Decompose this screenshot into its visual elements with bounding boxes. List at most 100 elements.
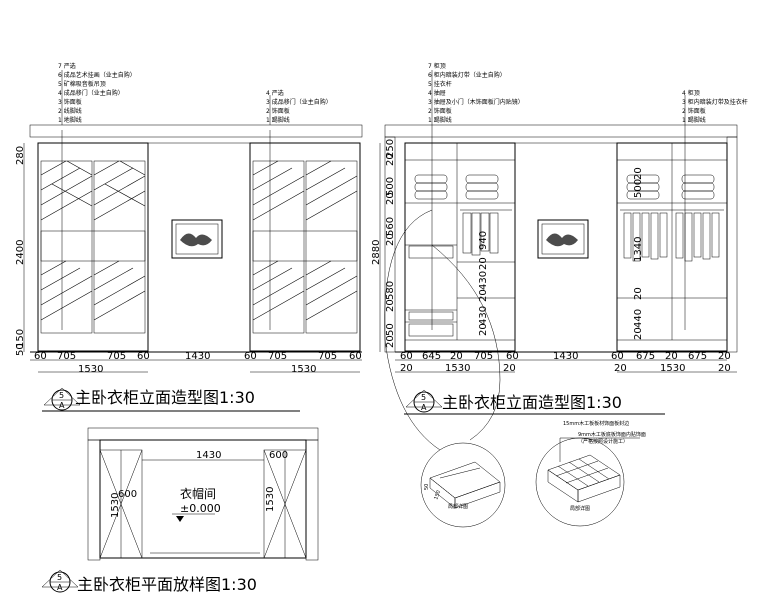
painting-bird-icon bbox=[180, 233, 212, 247]
right-inner-dims: 940 20 430 20 430 20 20 500 1340 20 440 … bbox=[478, 167, 644, 340]
svg-text:500: 500 bbox=[385, 177, 396, 196]
note: 2 饰面板 bbox=[266, 107, 290, 115]
svg-text:440: 440 bbox=[633, 309, 644, 328]
svg-text:705: 705 bbox=[474, 351, 493, 362]
note: 1 地脚线 bbox=[58, 116, 82, 124]
svg-text:7 柜顶: 7 柜顶 bbox=[428, 62, 446, 70]
svg-text:4 抽屉: 4 抽屉 bbox=[428, 89, 446, 97]
plan-title: 5 A 主卧衣柜平面放样图1:30 bbox=[41, 569, 257, 594]
right-vertical-dims: 250 20 500 20 560 20 580 20 50 20 2880 bbox=[371, 139, 396, 348]
right-notes-b: 4 柜顶 3 柜内暗装灯带及挂衣杆 2 饰面板 1 踢脚线 bbox=[682, 89, 748, 124]
svg-text:280: 280 bbox=[15, 146, 26, 165]
sliding-door-right bbox=[93, 160, 146, 334]
svg-text:5: 5 bbox=[57, 573, 62, 582]
svg-text:705: 705 bbox=[268, 351, 287, 362]
svg-text:5 挂衣杆: 5 挂衣杆 bbox=[428, 80, 452, 88]
hanging-clothes-icon bbox=[462, 212, 499, 256]
svg-text:1430: 1430 bbox=[553, 351, 578, 362]
right-elevation-title: 5 A 主卧衣柜立面造型图1:30 bbox=[404, 389, 665, 415]
note: 1 踢脚线 bbox=[266, 116, 290, 124]
svg-text:60: 60 bbox=[349, 351, 362, 362]
svg-text:20: 20 bbox=[385, 233, 396, 246]
svg-text:675: 675 bbox=[636, 351, 655, 362]
svg-text:20: 20 bbox=[385, 335, 396, 348]
left-notes-b: 4 严选 3 成品移门（业主自购） 2 饰面板 1 踢脚线 bbox=[266, 89, 332, 124]
note: 5 矿棉吸音板吊顶 bbox=[58, 80, 106, 88]
drawing-title: 主卧衣柜立面造型图1:30 bbox=[442, 393, 622, 412]
svg-text:1 踢脚线: 1 踢脚线 bbox=[428, 116, 452, 124]
svg-text:1430: 1430 bbox=[196, 450, 221, 461]
svg-text:150: 150 bbox=[433, 490, 442, 501]
svg-text:60: 60 bbox=[137, 351, 150, 362]
svg-text:1530: 1530 bbox=[445, 363, 470, 374]
svg-text:50: 50 bbox=[424, 484, 430, 490]
folded-clothes-icon bbox=[414, 174, 499, 200]
svg-text:600: 600 bbox=[269, 450, 288, 461]
floor-elevation: ±0.000 bbox=[180, 502, 221, 515]
svg-text:20: 20 bbox=[385, 299, 396, 312]
svg-text:60: 60 bbox=[400, 351, 413, 362]
left-elevation-title: 5 A 主卧衣柜立面造型图1:30 bbox=[42, 387, 300, 412]
svg-text:20: 20 bbox=[385, 192, 396, 205]
svg-text:60: 60 bbox=[34, 351, 47, 362]
wardrobe-right-frame bbox=[249, 142, 361, 352]
svg-text:20: 20 bbox=[400, 363, 413, 374]
svg-text:20: 20 bbox=[633, 287, 644, 300]
note: 6 成品艺术挂画（业主自购） bbox=[58, 71, 136, 79]
detail-callout-curve bbox=[384, 209, 441, 451]
svg-text:A: A bbox=[421, 403, 427, 412]
svg-text:430: 430 bbox=[478, 271, 489, 290]
svg-text:675: 675 bbox=[688, 351, 707, 362]
svg-text:60: 60 bbox=[611, 351, 624, 362]
painting-frame bbox=[171, 219, 223, 259]
svg-text:580: 580 bbox=[385, 281, 396, 300]
detail-labels: 15mm木工板板材饰面板封边 9mm木工板底板饰面内贴饰面 （严格按照设计施工）… bbox=[424, 420, 646, 512]
svg-text:20: 20 bbox=[478, 323, 489, 336]
svg-text:20: 20 bbox=[665, 351, 678, 362]
svg-text:50: 50 bbox=[15, 343, 26, 356]
svg-text:500: 500 bbox=[633, 179, 644, 198]
drawing-title: 主卧衣柜立面造型图1:30 bbox=[75, 388, 255, 407]
svg-text:560: 560 bbox=[385, 217, 396, 236]
left-elevation bbox=[23, 70, 363, 373]
note: 3 成品移门（业主自购） bbox=[266, 98, 332, 106]
svg-text:1530: 1530 bbox=[78, 364, 103, 375]
svg-text:4 柜顶: 4 柜顶 bbox=[682, 89, 700, 97]
svg-text:2 饰面板: 2 饰面板 bbox=[428, 107, 452, 115]
svg-text:1430: 1430 bbox=[185, 351, 210, 362]
svg-text:20: 20 bbox=[478, 257, 489, 270]
painting-bird-icon bbox=[546, 233, 578, 247]
svg-text:9mm木工板底板饰面内贴饰面: 9mm木工板底板饰面内贴饰面 bbox=[578, 431, 646, 438]
svg-text:20: 20 bbox=[718, 351, 731, 362]
svg-text:430: 430 bbox=[478, 306, 489, 325]
svg-text:705: 705 bbox=[57, 351, 76, 362]
svg-text:20: 20 bbox=[478, 289, 489, 302]
svg-text:20: 20 bbox=[385, 153, 396, 166]
left-bottom-dims: 60 705 705 60 1430 60 705 705 60 1530 15… bbox=[34, 351, 362, 375]
room-name: 衣帽间 bbox=[180, 486, 216, 501]
detail-circle-left bbox=[420, 442, 506, 528]
left-notes-a: 7 严选 6 成品艺术挂画（业主自购） 5 矿棉吸音板吊顶 4 成品移门（业主自… bbox=[58, 62, 136, 124]
svg-text:1530: 1530 bbox=[265, 487, 276, 512]
wardrobe-left-frame bbox=[37, 142, 149, 352]
svg-text:20: 20 bbox=[633, 167, 644, 180]
svg-text:A: A bbox=[57, 583, 63, 592]
svg-text:3 抽屉及小门（木饰面板门内贴镜）: 3 抽屉及小门（木饰面板门内贴镜） bbox=[428, 98, 524, 106]
door-glass-band bbox=[40, 230, 146, 262]
svg-text:20: 20 bbox=[633, 327, 644, 340]
drawing-title: 主卧衣柜平面放样图1:30 bbox=[77, 575, 257, 594]
svg-text:705: 705 bbox=[318, 351, 337, 362]
note: 4 严选 bbox=[266, 89, 284, 97]
svg-text:5: 5 bbox=[421, 393, 426, 402]
note: 3 饰面板 bbox=[58, 98, 82, 106]
svg-text:5: 5 bbox=[59, 391, 64, 400]
svg-text:940: 940 bbox=[478, 231, 489, 250]
plan-labels: 1430 600 600 1530 1530 衣帽间 ±0.000 bbox=[110, 450, 288, 518]
svg-text:3 柜内暗装灯带及挂衣杆: 3 柜内暗装灯带及挂衣杆 bbox=[682, 98, 748, 106]
open-wardrobe-left bbox=[404, 142, 516, 352]
svg-text:1340: 1340 bbox=[633, 237, 644, 262]
svg-text:局部详图: 局部详图 bbox=[448, 503, 468, 510]
svg-text:645: 645 bbox=[422, 351, 441, 362]
svg-text:600: 600 bbox=[118, 489, 137, 500]
svg-text:20: 20 bbox=[614, 363, 627, 374]
